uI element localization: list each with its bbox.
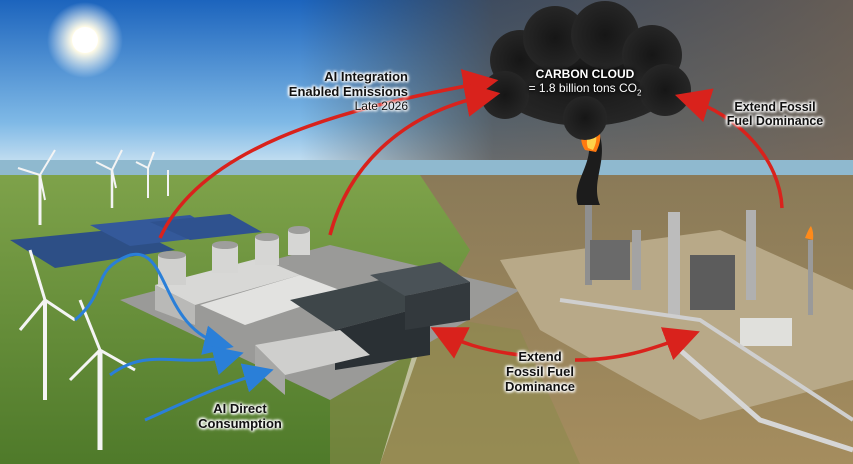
extend-fossil-right-label: Extend Fossil Fuel Dominance [710,100,840,129]
arrow-ai-integration-to-cloud [158,69,499,239]
carbon-cloud-subscript: 2 [636,88,642,98]
extend-fossil-center-line3: Dominance [504,378,576,394]
extend-fossil-center-line1: Extend [518,349,562,364]
carbon-cloud-title: CARBON CLOUD [535,67,635,81]
ai-integration-line1: AI Integration [324,69,408,84]
arrow-center-to-plant [574,327,700,362]
arrow-wind-to-datacenter-1 [74,252,234,355]
extend-fossil-right-line1: Extend Fossil [734,100,816,114]
fossil-power-plant [500,205,853,453]
arrow-center-to-datacenter [430,327,521,359]
extend-fossil-right-line2: Fuel Dominance [726,114,824,129]
ai-integration-line2: Enabled Emissions [288,83,408,99]
data-center-complex [120,226,520,400]
arrow-ai-direct [144,363,274,422]
carbon-cloud-label: CARBON CLOUD = 1.8 billion tons CO2 [510,67,660,98]
ai-direct-line1: AI Direct [213,401,267,416]
arrow-plant-to-cloud [674,88,784,209]
carbon-cloud-value: = 1.8 billion tons CO [528,80,637,95]
wind-turbine-group [17,149,169,450]
ai-direct-label: AI Direct Consumption [185,401,295,432]
ai-integration-label: AI Integration Enabled Emissions Late 20… [268,69,408,114]
carbon-cloud [481,1,691,140]
red-arrows [158,69,784,362]
arrow-wind-to-datacenter-2 [109,346,244,377]
ai-direct-line2: Consumption [198,415,282,431]
solar-panel-field [10,214,262,268]
extend-fossil-center-line2: Fossil Fuel [506,363,574,379]
extend-fossil-center-label: Extend Fossil Fuel Dominance [490,349,590,395]
arrow-datacenter-to-cloud [328,82,501,236]
ai-integration-date: Late 2026 [354,98,408,113]
blue-arrows [74,252,274,422]
